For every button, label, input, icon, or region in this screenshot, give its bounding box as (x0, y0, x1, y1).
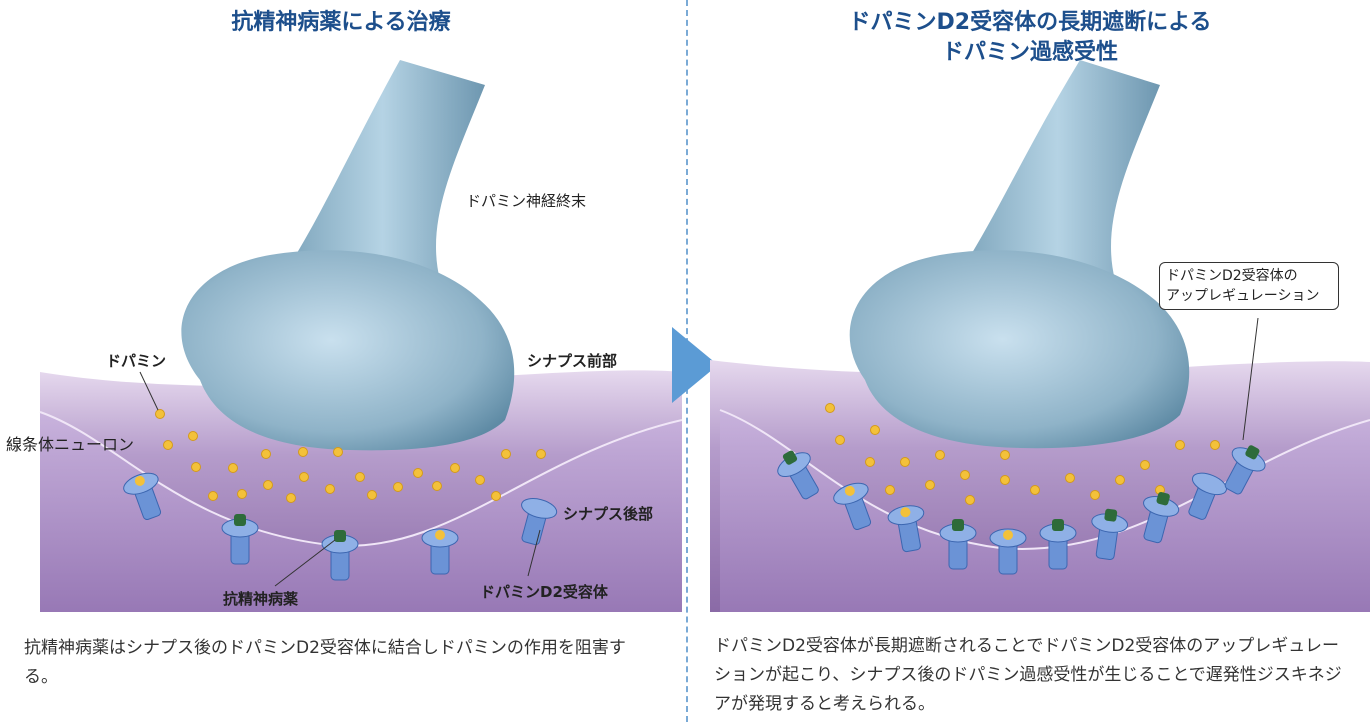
upregulation-callout: ドパミンD2受容体の アップレギュレーション (1159, 262, 1339, 310)
label-antipsychotic: 抗精神病薬 (223, 588, 298, 609)
left-panel: 抗精神病薬による治療 (0, 0, 682, 722)
label-striatal-neuron: 線条体ニューロン (6, 431, 134, 455)
label-dopamine-terminal: ドパミン神経終末 (466, 190, 586, 211)
right-synapse-illustration (690, 0, 1370, 722)
axon (955, 60, 1160, 280)
label-d2-receptor: ドパミンD2受容体 (480, 581, 608, 602)
label-dopamine: ドパミン (106, 350, 166, 371)
label-postsynaptic: シナプス後部 (563, 503, 653, 524)
left-caption: 抗精神病薬はシナプス後のドパミンD2受容体に結合しドパミンの作用を阻害する。 (24, 634, 659, 692)
presynaptic-terminal (850, 250, 1190, 448)
right-caption: ドパミンD2受容体が長期遮断されることでドパミンD2受容体のアップレギュレーショ… (714, 632, 1354, 719)
axon (280, 60, 485, 280)
right-panel: ドパミンD2受容体の長期遮断による ドパミン過感受性 (690, 0, 1370, 722)
label-presynaptic: シナプス前部 (527, 350, 617, 371)
